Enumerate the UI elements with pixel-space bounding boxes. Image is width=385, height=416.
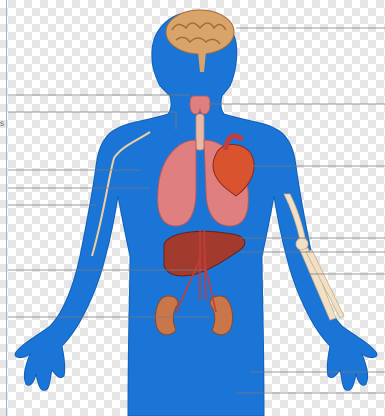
trachea-icon [196,114,204,150]
body-silhouette [15,12,377,416]
